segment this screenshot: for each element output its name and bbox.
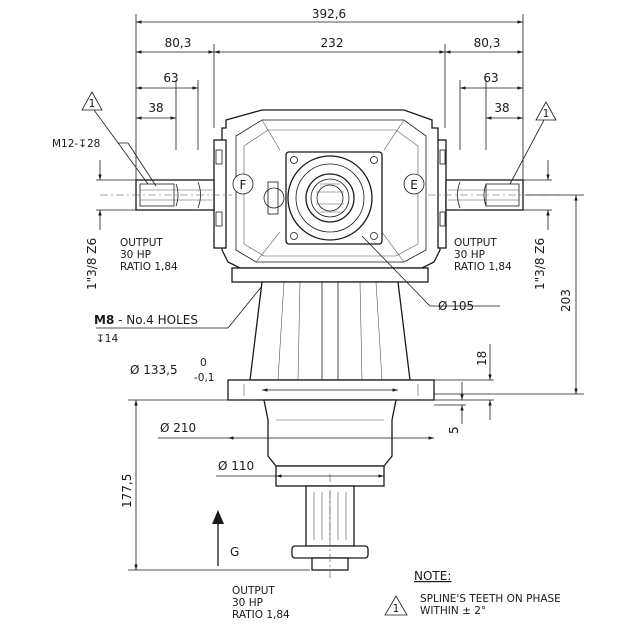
dim-overall-width: 392,6: [312, 7, 346, 21]
face-e-marker: [403, 173, 425, 195]
right-spline-label: 1"3/8 Z6: [533, 238, 547, 290]
note-block: NOTE: 1 SPLINE'S TEETH ON PHASE WITHIN ±…: [384, 569, 561, 617]
left-spline-label: 1"3/8 Z6: [85, 238, 99, 290]
input-arrow-icon: [212, 510, 224, 524]
dim-right-38: 38: [494, 101, 509, 115]
thread-callout: M12-↧28: [52, 138, 100, 150]
note-line1: SPLINE'S TEETH ON PHASE: [420, 593, 561, 605]
dim-center-span: 232: [321, 36, 344, 50]
top-dimension-chain: 392,6 80,3 232 80,3 63 63 38 38: [135, 7, 524, 196]
dim-height-1775: 177,5: [120, 474, 134, 508]
dim-bore-105: Ø 105: [438, 299, 474, 313]
left-output-line1: OUTPUT: [120, 237, 163, 249]
face-f-marker: [232, 173, 254, 195]
bottom-output-line2: 30 HP: [232, 597, 263, 609]
right-output-line3: RATIO 1,84: [454, 261, 512, 273]
note-triangle-number: 1: [393, 603, 400, 615]
bottom-output-line1: OUTPUT: [232, 585, 275, 597]
dim-left-38: 38: [148, 101, 163, 115]
dim-hub-110: Ø 110: [218, 459, 254, 473]
right-callouts: 1 1"3/8 Z6 OUTPUT 30 HP RATIO 1,84 203 Ø…: [361, 101, 584, 434]
left-callouts: 1 M12-↧28 1"3/8 Z6 OUTPUT 30 HP RATIO 1,…: [52, 91, 434, 621]
note-marker-right: 1: [543, 108, 550, 120]
bottom-output-line3: RATIO 1,84: [232, 609, 290, 621]
dim-5: 5: [447, 426, 461, 434]
dim-right-offset: 80,3: [474, 36, 501, 50]
dim-left-63: 63: [163, 71, 178, 85]
input-g-label: G: [230, 545, 239, 559]
right-output-shaft: [428, 179, 560, 211]
holes-size: M8 - No.4 HOLES: [94, 313, 198, 327]
note-triangle-icon: [384, 595, 408, 616]
right-output-line2: 30 HP: [454, 249, 485, 261]
dim-flange-1335: Ø 133,5: [130, 363, 178, 377]
gearbox-housing: F E: [213, 109, 447, 269]
note-marker-left: 1: [89, 98, 96, 110]
left-output-line3: RATIO 1,84: [120, 261, 178, 273]
left-output-line2: 30 HP: [120, 249, 151, 261]
left-output-shaft: [100, 179, 232, 211]
note-title: NOTE:: [414, 569, 451, 583]
bore-outer-circle: [287, 155, 373, 241]
dim-right-63: 63: [483, 71, 498, 85]
input-cover-plate: [285, 151, 383, 245]
face-e-label: E: [410, 178, 418, 192]
dim-18: 18: [475, 351, 489, 366]
pedestal-neck: [231, 267, 429, 381]
right-output-line1: OUTPUT: [454, 237, 497, 249]
holes-depth: ↧14: [96, 333, 118, 345]
tol-upper: 0: [200, 357, 207, 369]
dim-left-offset: 80,3: [165, 36, 192, 50]
mounting-flange: [227, 379, 435, 578]
dim-flange-210: Ø 210: [160, 421, 196, 435]
face-f-label: F: [240, 178, 247, 192]
note-line2: WITHIN ± 2°: [420, 605, 486, 617]
tol-lower: -0,1: [194, 372, 215, 384]
dim-height-203: 203: [559, 289, 573, 312]
